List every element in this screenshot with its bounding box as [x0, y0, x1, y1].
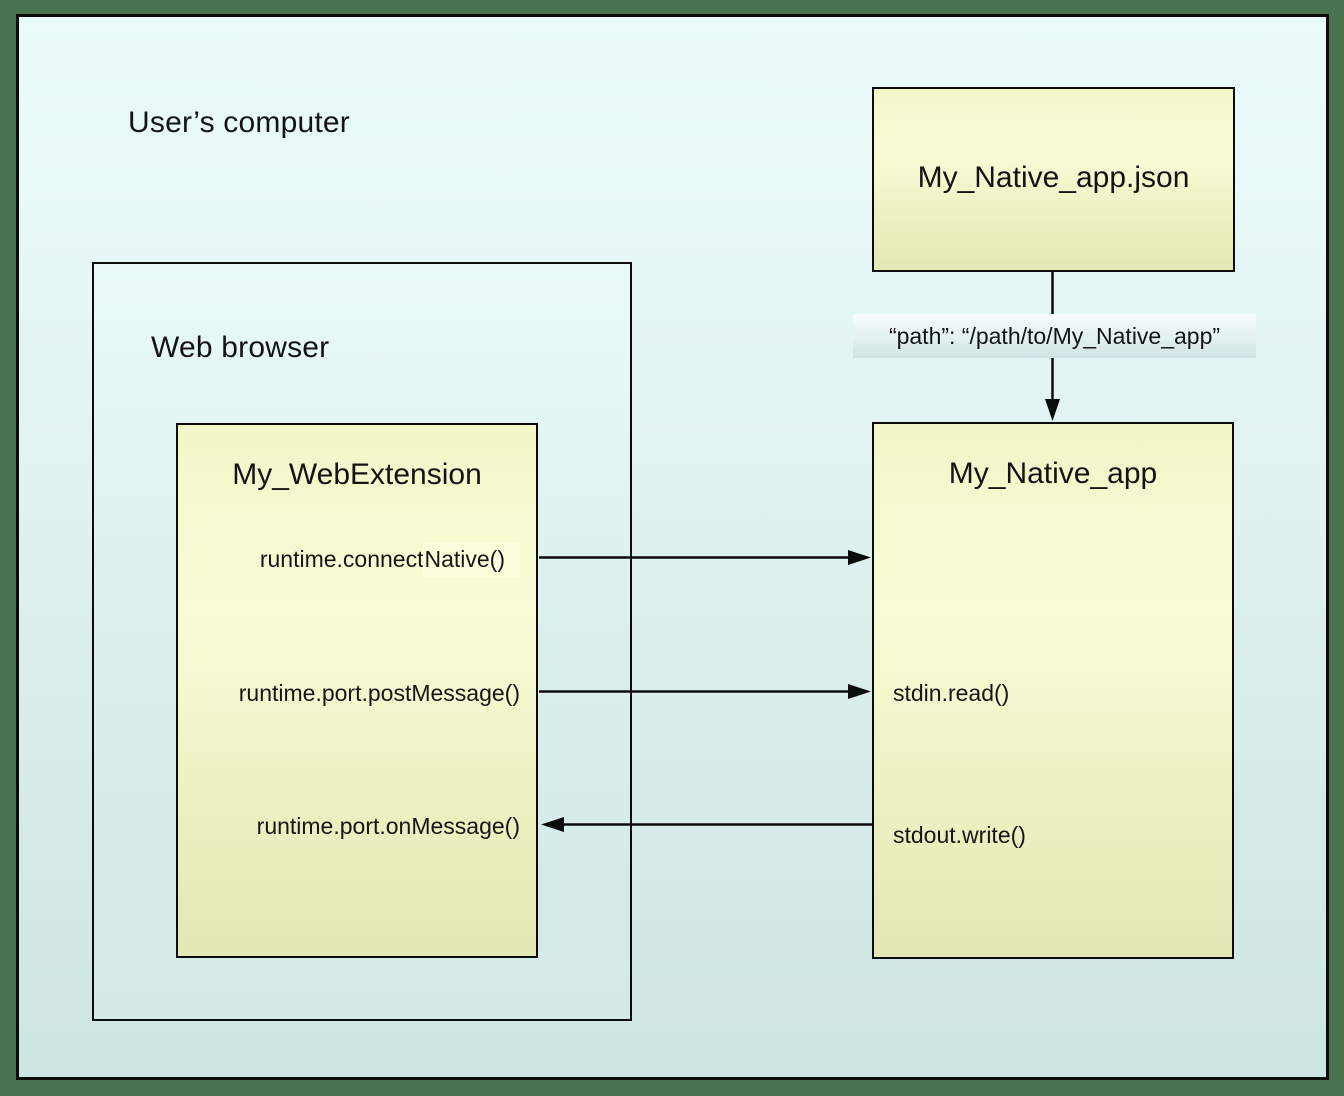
webextension-box: My_WebExtension runtime.connectNative() … [176, 423, 538, 958]
webextension-title: My_WebExtension [232, 458, 482, 491]
native-app-title: My_Native_app [948, 457, 1158, 490]
users-computer-label: User’s computer [128, 106, 350, 139]
method-connectnative-highlight: Native() [423, 542, 520, 577]
method-stdout-write: stdout.write() [893, 822, 1026, 848]
method-onmessage: runtime.port.onMessage() [256, 813, 520, 839]
path-label: “path”: “/path/to/My_Native_app” [853, 314, 1256, 358]
method-connectnative: runtime.connectNative() [178, 542, 536, 577]
method-stdin-read: stdin.read() [893, 680, 1010, 706]
manifest-box: My_Native_app.json [872, 87, 1235, 272]
native-app-box: My_Native_app stdin.read() stdout.write(… [872, 422, 1234, 959]
manifest-title: My_Native_app.json [917, 161, 1190, 194]
method-connectnative-prefix: runtime.connect [259, 546, 424, 572]
web-browser-label: Web browser [151, 331, 330, 364]
method-postmessage: runtime.port.postMessage() [238, 680, 520, 706]
